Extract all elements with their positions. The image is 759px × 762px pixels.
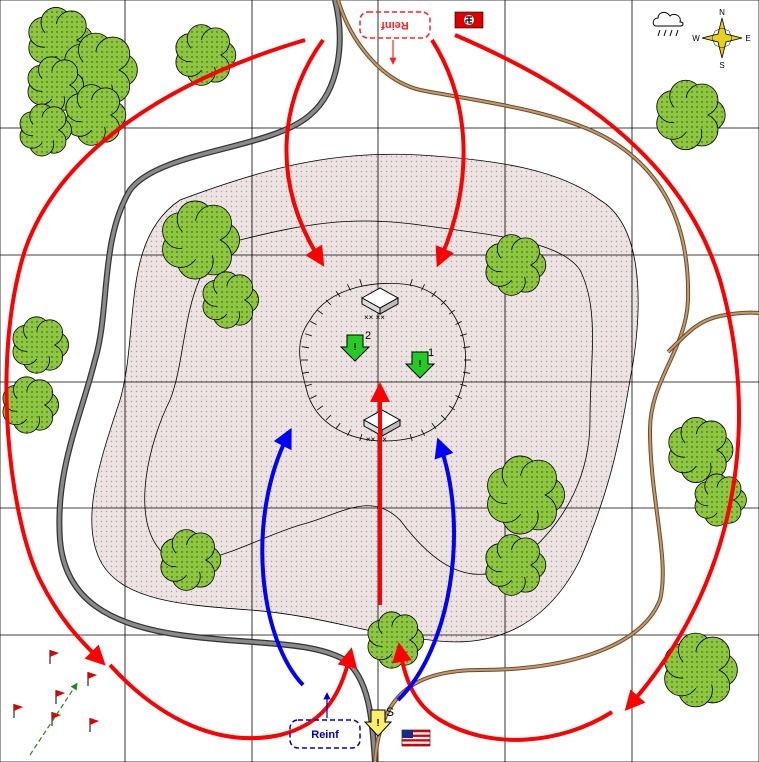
building-icon: ×× ×× xyxy=(362,409,402,444)
blue-arrow-left xyxy=(260,427,305,687)
start-label: S xyxy=(386,705,394,719)
tree-cluster xyxy=(694,473,747,527)
blue-arrow-right xyxy=(396,437,456,702)
tree-cluster xyxy=(162,200,241,280)
red-arrow-east xyxy=(454,33,741,712)
tree-cluster xyxy=(175,24,237,86)
tree-cluster xyxy=(668,417,734,483)
compass-rose-icon: N S E W xyxy=(692,8,750,70)
tree-cluster xyxy=(19,103,72,157)
tree-cluster xyxy=(27,56,84,114)
tree-cluster xyxy=(160,529,222,591)
dirt-road-inner xyxy=(337,0,690,762)
objective-marker-1: ! 1 xyxy=(404,347,436,379)
german-flag-icon xyxy=(454,11,484,29)
tree-cluster xyxy=(65,84,127,146)
red-arrow-west xyxy=(4,38,306,666)
tree-cluster xyxy=(487,455,565,535)
compass-east: E xyxy=(745,34,750,43)
rain-cloud-icon xyxy=(652,11,684,37)
tree-cluster xyxy=(664,632,738,708)
red-arrow-north-right xyxy=(430,38,466,268)
tree-cluster xyxy=(485,234,547,296)
red-flag-icon xyxy=(87,672,97,686)
objective-1-number: 1 xyxy=(428,347,434,359)
allied-reinf-label: Reinf xyxy=(311,729,339,741)
german-reinf-label: Reinf xyxy=(381,19,409,31)
paved-road-inner xyxy=(57,0,377,762)
building-icon: ×× ×× xyxy=(360,287,400,322)
compass-west: W xyxy=(692,34,700,43)
objective-marker-2: ! 2 xyxy=(339,330,371,362)
red-arrow-southeast xyxy=(392,642,614,742)
red-arrow-north-left xyxy=(284,38,325,267)
dirt-road-branch-inner xyxy=(667,311,759,353)
red-flag-icon xyxy=(49,650,59,664)
tree-cluster xyxy=(12,316,69,374)
german-attack-arrows xyxy=(4,33,741,742)
red-flag-icon xyxy=(89,718,99,732)
tree-cluster xyxy=(2,376,59,434)
compass-south: S xyxy=(719,61,724,70)
tree-cluster xyxy=(656,79,726,151)
hilltop-hachures xyxy=(301,279,471,441)
us-flag-icon xyxy=(401,729,431,747)
red-flag-icon xyxy=(13,704,23,718)
red-flag-icon xyxy=(55,690,65,704)
dashed-direction-arrow xyxy=(29,682,78,756)
objective-2-number: 2 xyxy=(365,330,371,342)
svg-text:×× ××: ×× ×× xyxy=(364,313,385,322)
hill-contour-inner xyxy=(299,282,466,442)
tree-clusters xyxy=(2,7,747,708)
allied-reinforcement-zone: Reinf xyxy=(289,692,361,749)
svg-text:!: ! xyxy=(353,342,356,353)
svg-text:×× ××: ×× ×× xyxy=(366,435,387,444)
tree-cluster xyxy=(202,271,260,329)
german-reinforcement-zone: Reinf xyxy=(359,11,431,65)
svg-text:!: ! xyxy=(418,359,421,370)
allied-attack-arrows xyxy=(260,427,456,702)
red-arrow-southwest xyxy=(108,647,358,741)
compass-north: N xyxy=(719,8,725,17)
start-marker: ! S xyxy=(363,705,394,737)
tree-cluster xyxy=(485,534,547,596)
svg-text:!: ! xyxy=(376,718,379,729)
